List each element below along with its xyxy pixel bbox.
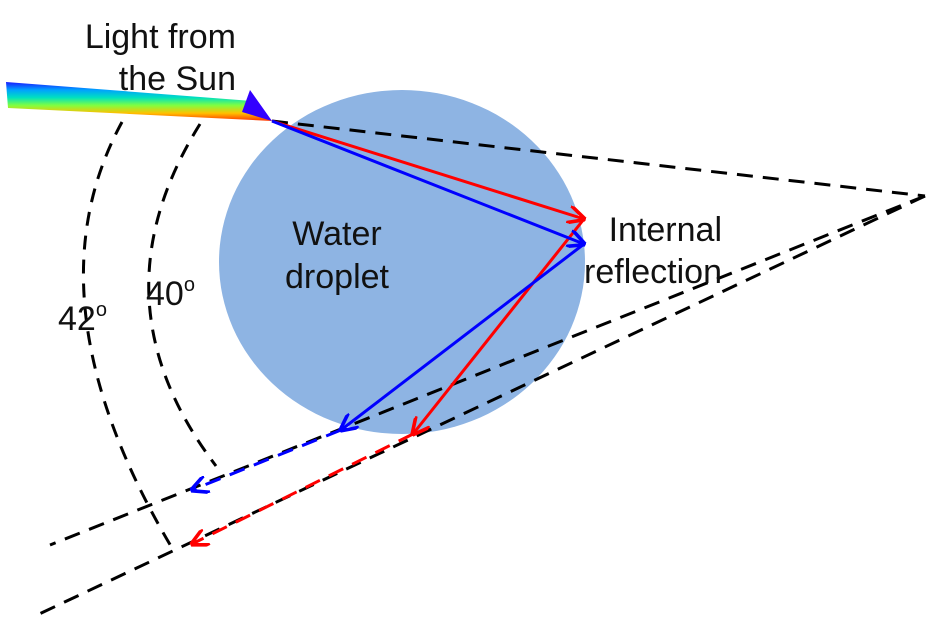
internal-reflection-label-line2: reflection [584,253,722,291]
sun-label-line2: the Sun [119,60,236,98]
angle-42-label: 42o [58,299,107,338]
sunlight-beam [6,82,272,121]
angle-42-value: 42 [58,300,96,338]
angle-40-label: 40o [146,274,195,313]
angle-arcs [81,121,218,549]
blue-ray-refracted [271,119,584,244]
angle-arc-42 [81,121,174,549]
droplet-label-line1: Water [292,215,381,253]
blue-ray-path [192,119,585,490]
droplet-label-line2: droplet [285,258,390,296]
blue-ray-reflected [341,242,585,430]
blue-ray-exit [192,428,342,490]
red-ray-path [192,119,586,544]
angle-arc-40 [147,123,218,467]
internal-reflection-label-line1: Internal [609,211,722,249]
angle-40-value: 40 [146,275,184,313]
red-ray-reflected [413,218,586,434]
sun-label-line1: Light from [85,18,236,56]
water-droplet [219,90,585,434]
incident-extension-line [271,119,926,198]
angle-40-degree: o [184,274,195,296]
red-ray-exit [192,432,414,544]
inner-sight-line [34,194,926,618]
red-ray-refracted [271,119,584,219]
sunlight-beam-arrowhead [242,90,272,121]
angle-42-degree: o [96,299,107,321]
